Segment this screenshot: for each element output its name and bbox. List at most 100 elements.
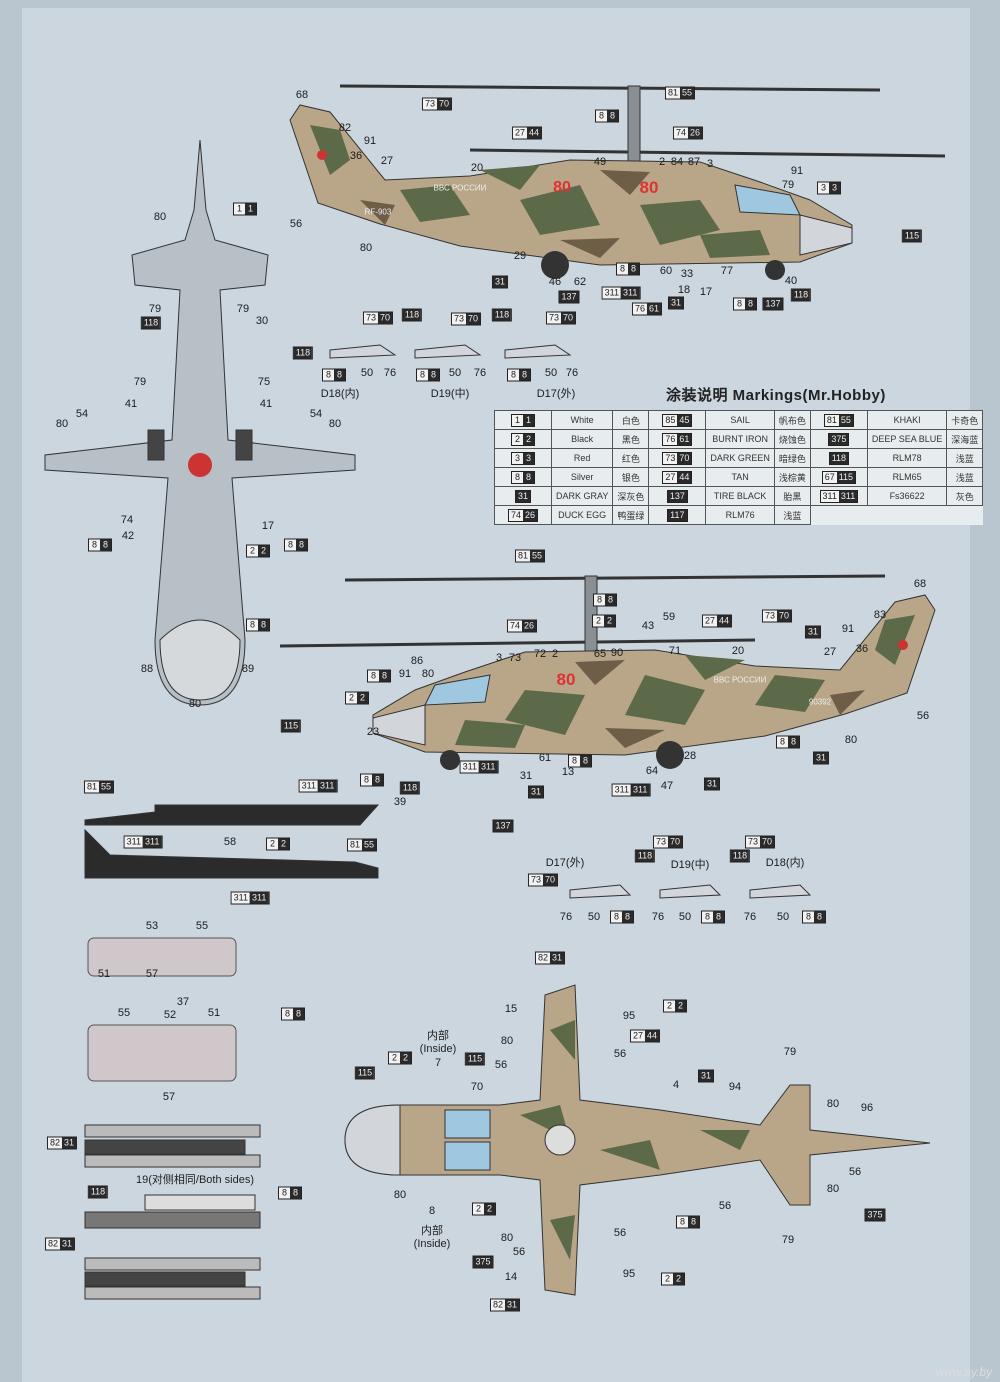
paint-code: 2: [593, 615, 604, 627]
part-callout: 76: [743, 911, 757, 923]
paint-code: 2: [278, 838, 289, 850]
paint-code: 8: [279, 1187, 290, 1199]
paint-code: 27: [512, 127, 527, 139]
paint-code: 55: [99, 781, 114, 793]
color-name-zh: 鸭蛋绿: [612, 505, 650, 525]
part-callout: 58: [223, 836, 237, 848]
part-callout: 80: [500, 1035, 514, 1047]
part-callout: 57: [162, 1091, 176, 1103]
paint-code: 1: [245, 203, 256, 215]
paint-code: 8: [611, 911, 622, 923]
paint-code: 31: [492, 276, 508, 288]
part-callout: D19(中): [670, 859, 710, 871]
part-callout: 50: [678, 911, 692, 923]
paint-code: 8: [596, 110, 607, 122]
part-callout: 91: [398, 668, 412, 680]
paint-code: 2: [512, 433, 523, 445]
part-callout: 62: [573, 276, 587, 288]
color-name-en: DUCK EGG: [550, 505, 614, 525]
paint-callout-chip: 137: [558, 290, 580, 304]
color-name-zh: 深海蓝: [946, 429, 984, 449]
paint-code: 8: [688, 1216, 699, 1228]
paint-code: 8: [788, 736, 799, 748]
paint-code: 27: [630, 1030, 645, 1042]
paint-code: 73: [762, 610, 777, 622]
color-name-zh: 卡奇色: [946, 410, 984, 430]
paint-code: 8: [607, 110, 618, 122]
paint-code: 118: [293, 347, 313, 359]
paint-code: 1: [234, 203, 245, 215]
paint-code: 311: [602, 287, 621, 299]
side-number-left-nose: 80: [639, 178, 659, 197]
paint-code: 81: [515, 550, 530, 562]
part-callout: 79: [781, 1234, 795, 1246]
paint-code: 118: [791, 289, 811, 301]
paint-callout-chip: 118: [292, 346, 314, 360]
paint-code: 44: [527, 127, 542, 139]
part-callout: 91: [841, 623, 855, 635]
color-name-en: DARK GREEN: [705, 448, 775, 468]
part-callout: 76: [651, 911, 665, 923]
paint-code: 311: [838, 490, 858, 502]
part-callout: 54: [75, 408, 89, 420]
paint-code: 81: [84, 781, 99, 793]
part-callout: 14: [504, 1271, 518, 1283]
color-name-en: Silver: [550, 467, 614, 487]
part-callout: 51: [97, 968, 111, 980]
part-callout: 68: [295, 89, 309, 101]
weapon-pylons-top: [329, 344, 812, 899]
color-name-en: RLM76: [705, 505, 775, 525]
paint-code: 31: [668, 297, 684, 309]
paint-code: 137: [559, 291, 579, 303]
paint-callout-chip: 31: [527, 785, 545, 799]
color-name-zh: 暗绿色: [773, 448, 811, 468]
paint-code: 115: [355, 1067, 375, 1079]
part-callout: 94: [728, 1081, 742, 1093]
paint-callout-chip: 115: [901, 229, 923, 243]
part-callout: 56: [512, 1246, 526, 1258]
part-callout: 80: [188, 698, 202, 710]
paint-code: 31: [505, 1299, 520, 1311]
part-callout: 70: [470, 1081, 484, 1093]
part-callout: D18(内): [320, 388, 360, 400]
paint-code: 45: [677, 414, 692, 426]
color-name-zh: 灰色: [946, 486, 984, 506]
inscription-left: ВВС РОССИИ: [433, 183, 487, 193]
paint-callout-chip: 137: [492, 819, 514, 833]
part-callout: 36: [855, 643, 869, 655]
paint-callout-chip: 115: [354, 1066, 376, 1080]
part-callout: 84: [670, 156, 684, 168]
paint-code-chip: 118: [828, 451, 850, 465]
part-callout: 54: [309, 408, 323, 420]
paint-code: 2: [346, 692, 357, 704]
part-callout: 64: [645, 765, 659, 777]
paint-code: 137: [667, 490, 687, 502]
paint-code: 8: [372, 774, 383, 786]
part-callout: 91: [790, 165, 804, 177]
paint-code: 2: [357, 692, 368, 704]
paint-chip-cell: 137: [648, 486, 707, 506]
paint-code: 8: [605, 594, 616, 606]
color-name-zh: 白色: [612, 410, 650, 430]
paint-code: 82: [45, 1238, 60, 1250]
